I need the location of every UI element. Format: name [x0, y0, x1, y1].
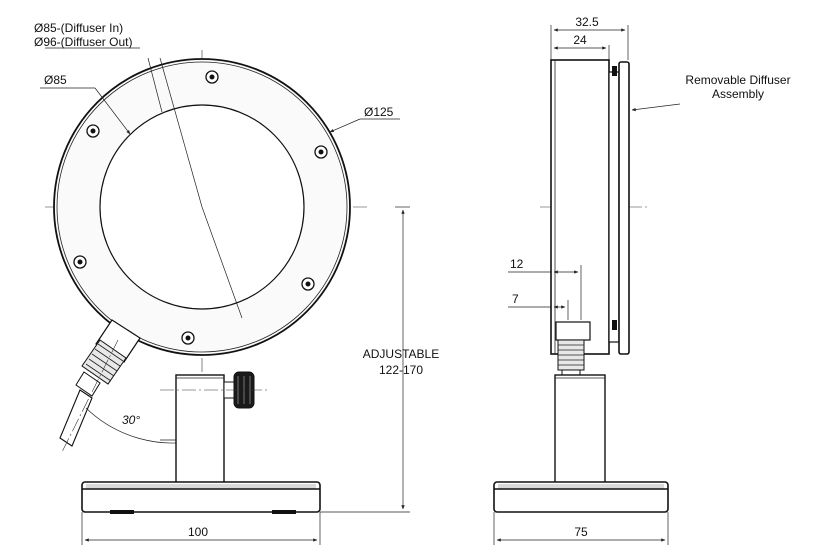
- removable-diffuser-leader: [631, 103, 681, 112]
- depth-body-label: 24: [573, 33, 587, 47]
- outer-dia-leader: [329, 118, 361, 133]
- diffuser-out-label: Ø96-(Diffuser Out): [34, 35, 132, 49]
- screw-center-icon: [318, 149, 324, 155]
- cable: [59, 389, 93, 447]
- outer-housing-inner-edge: [56, 61, 348, 353]
- removable-diffuser-label-line1: Removable Diffuser: [685, 73, 790, 87]
- screw-center-icon: [305, 281, 311, 287]
- offset-7-label: 7: [512, 292, 519, 306]
- screw-center-icon: [90, 128, 96, 134]
- removable-diffuser-label-line2: Assembly: [712, 87, 764, 101]
- radial-line-upper: [159, 57, 203, 208]
- post-body: [175, 374, 225, 486]
- cable-connector: [59, 319, 141, 453]
- depth-total-label: 32.5: [575, 15, 599, 29]
- diffuser-in-label: Ø85-(Diffuser In): [34, 21, 123, 35]
- removable-diffuser-assembly: [618, 61, 630, 355]
- diffuser-in-leader: [147, 57, 163, 113]
- housing-side: [550, 59, 610, 355]
- front-view: Ø85-(Diffuser In) Ø96-(Diffuser Out) Ø85…: [34, 21, 439, 545]
- offset-12-label: 12: [510, 257, 524, 271]
- angle-label: 30°: [122, 413, 140, 427]
- screw-center-icon: [185, 335, 191, 341]
- base-width-label: 100: [188, 525, 208, 539]
- adjustable-label: ADJUSTABLE: [363, 347, 439, 361]
- radial-line-lower: [201, 206, 243, 319]
- mounting-screws: [73, 70, 328, 345]
- inner-dia-label: Ø85: [44, 73, 67, 87]
- mounting-post: [160, 371, 270, 486]
- outer-dia-label: Ø125: [364, 105, 394, 119]
- connector-body: [95, 319, 141, 363]
- side-post: [554, 374, 606, 486]
- screw-center-icon: [209, 74, 215, 80]
- diffuser-ring-side: [608, 71, 620, 343]
- adjustable-range-label: 122-170: [379, 363, 423, 377]
- inner-dia-leader: [94, 87, 131, 135]
- side-base-width-label: 75: [574, 525, 588, 539]
- screw-center-icon: [77, 259, 83, 265]
- base-plate: [81, 481, 321, 514]
- side-view: 32.5 24 Removable Diffuser Assembly 12 7: [493, 15, 791, 545]
